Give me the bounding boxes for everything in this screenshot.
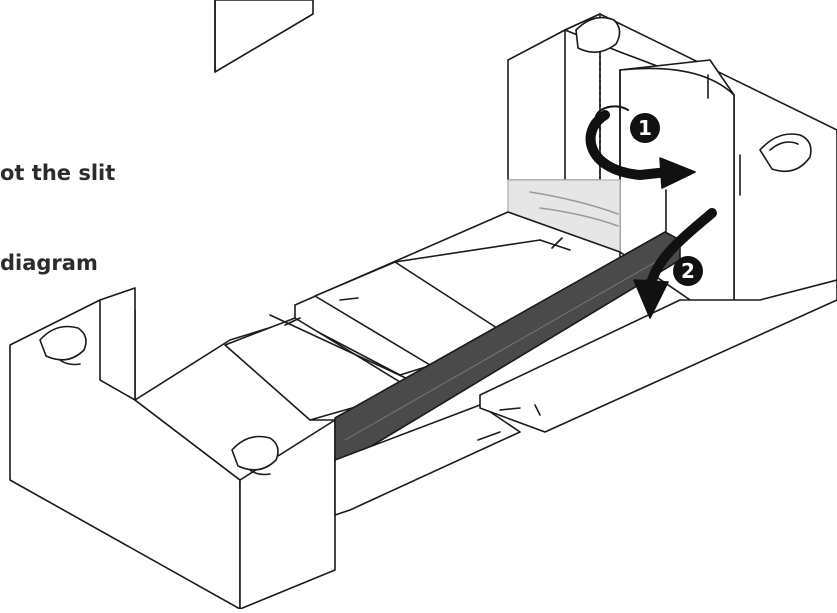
hinge-clip-icon xyxy=(575,16,812,173)
front-left-box xyxy=(9,287,411,610)
caption-line-2: diagram xyxy=(0,251,98,275)
rotate-arrow-icon xyxy=(585,105,696,189)
step-1-badge: 1 xyxy=(630,113,660,143)
instruction-caption: ot the slit diagram xyxy=(0,98,115,308)
step-2-badge: 2 xyxy=(673,256,703,286)
top-left-box xyxy=(214,0,314,73)
curved-arrow-icon xyxy=(633,208,717,319)
front-panel xyxy=(334,404,521,516)
lid-flap xyxy=(479,279,837,433)
caption-line-1: ot the slit xyxy=(0,161,116,185)
hinge-clip-icon xyxy=(39,325,87,361)
hinge-clip-icon xyxy=(231,435,279,471)
